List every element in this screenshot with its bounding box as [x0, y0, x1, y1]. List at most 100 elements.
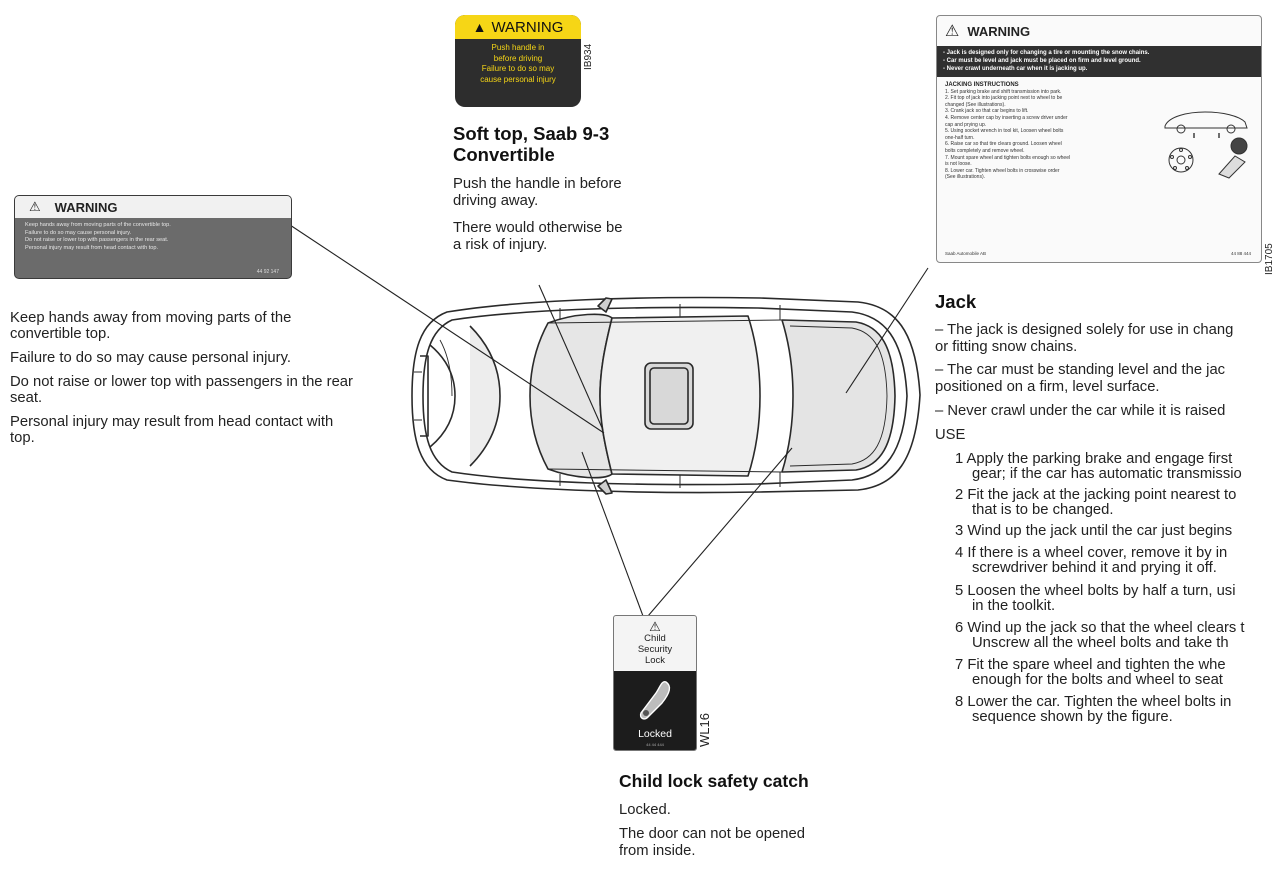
jack-label-step: 6. Raise car so that tire clears ground.… [945, 141, 1062, 148]
jack-step: 7 Fit the spare wheel and tighten the wh… [955, 657, 1226, 673]
jack-label-title: WARNING [967, 23, 1031, 39]
jack-label-step: 7. Mount spare wheel and tighten bolts e… [945, 154, 1071, 161]
warning-triangle-icon: ▲ [472, 19, 487, 35]
soft-top-body-2: driving away. [453, 193, 539, 209]
jack-label-step: one-half turn. [945, 134, 975, 141]
jack-label-step: (See illustrations). [945, 174, 986, 181]
jack-label-warning: - Never crawl underneath car when it is … [943, 66, 1088, 73]
convertible-paragraph-4: Personal injury may result from head con… [10, 414, 334, 446]
jack-line: positioned on a firm, level surface. [935, 379, 1160, 395]
child-lock-heading: Child lock safety catch [619, 771, 809, 791]
child-label-locked: Locked [638, 728, 672, 740]
jack-step-cont: in the toolkit. [972, 598, 1056, 614]
jack-label-warning: - Jack is designed only for changing a t… [943, 50, 1150, 56]
child-label-line: Security [637, 644, 673, 655]
jack-step: 3 Wind up the jack until the car just be… [955, 523, 1233, 539]
jack-label-warning: - Car must be level and jack must be pla… [943, 58, 1141, 65]
convertible-label-line: Failure to do so may cause personal inju… [25, 229, 132, 236]
jack-icon [1218, 155, 1246, 179]
jack-label-step: 3. Crank jack so that car begins to lift… [945, 108, 1029, 115]
jack-step-cont: gear; if the car has automatic transmiss… [972, 466, 1242, 482]
convertible-paragraph-1: Keep hands away from moving parts of the… [10, 310, 292, 342]
soft-top-body-3: There would otherwise be [453, 220, 623, 236]
jack-label-step: 2. Fit top of jack into jacking point ne… [945, 95, 1063, 102]
jack-step-cont: enough for the bolts and wheel to seat [972, 672, 1223, 688]
leader-line-jack [845, 267, 929, 394]
jack-step-cont: Unscrew all the wheel bolts and take th [972, 635, 1229, 651]
jack-heading: Jack [935, 291, 977, 312]
jack-line: or fitting snow chains. [935, 339, 1078, 355]
jacking-illustration [1164, 111, 1248, 179]
jack-label-step: changed (See illustrations). [945, 101, 1006, 108]
leader-line-soft-top [538, 284, 604, 431]
jack-use-label: USE [935, 427, 966, 443]
convertible-label-line: Do not raise or lower top with passenger… [25, 237, 169, 244]
child-label-top: ⚠ Child Security Lock [614, 616, 696, 671]
jack-step-cont: sequence shown by the figure. [972, 709, 1173, 725]
child-lock-line-2: The door can not be opened [619, 826, 805, 842]
jack-label-instructions-title: JACKING INSTRUCTIONS [945, 81, 1019, 88]
soft-label-title: WARNING [491, 18, 564, 36]
jack-step: 6 Wind up the jack so that the wheel cle… [955, 620, 1245, 636]
jack-label-step: is not loose. [945, 161, 972, 168]
soft-label-header: ▲ WARNING [455, 15, 581, 39]
convertible-label-header: ⚠ WARNING [15, 196, 291, 218]
soft-top-body-1: Push the handle in before [453, 176, 622, 192]
warning-triangle-icon: ⚠ [945, 23, 960, 40]
jack-label-code: IB1705 [1264, 243, 1275, 275]
child-label-small: 44 44 444 [646, 742, 664, 747]
jack-step-cont: that is to be changed. [972, 502, 1114, 518]
child-lock-line-3: from inside. [619, 843, 696, 859]
child-label-line: Child [644, 633, 666, 644]
warning-triangle-icon: ⚠ [29, 199, 41, 214]
soft-top-warning-label: ▲ WARNING Push handle in before driving … [455, 15, 581, 107]
soft-label-line: Failure to do so may [481, 64, 555, 73]
jack-label-step: 1. Set parking brake and shift transmiss… [945, 88, 1062, 95]
convertible-label-line: Keep hands away from moving parts of the… [25, 222, 171, 228]
lock-lever-icon [639, 680, 671, 720]
soft-label-line: before driving [493, 53, 543, 63]
convertible-paragraph-2: Failure to do so may cause personal inju… [10, 350, 292, 366]
leader-line-child-rear [647, 447, 793, 617]
jack-label-step: 4. Remove center cap by inserting a scre… [945, 114, 1068, 121]
convertible-label-title: WARNING [54, 199, 118, 215]
child-label-code: WL16 [697, 713, 712, 747]
jack-label-step: cap and prying up. [945, 121, 987, 128]
leader-line-child-front [581, 451, 644, 617]
jack-step: 2 Fit the jack at the jacking point near… [955, 487, 1237, 503]
jack-step: 8 Lower the car. Tighten the wheel bolts… [955, 694, 1232, 710]
child-label-line: Lock [644, 655, 666, 666]
jack-step-cont: screwdriver behind it and prying it off. [972, 560, 1217, 576]
soft-top-body-4: a risk of injury. [453, 237, 548, 253]
convertible-paragraph-3: Do not raise or lower top with passenger… [10, 374, 353, 406]
soft-top-heading-1: Soft top, Saab 9-3 [453, 123, 610, 144]
jack-label-footer-code: 44 88 444 [1230, 251, 1251, 256]
warning-triangle-icon: ⚠ [649, 619, 661, 634]
convertible-label-code: 44 92 147 [256, 269, 279, 275]
jack-line: – The jack is designed solely for use in… [935, 322, 1234, 338]
child-label-bottom: Locked 44 44 444 [614, 671, 696, 750]
convertible-top-warning-label: ⚠ WARNING Keep hands away from moving pa… [14, 195, 292, 279]
child-lock-line-1: Locked. [619, 802, 671, 818]
car-side-icon [1164, 111, 1248, 129]
jack-step: 1 Apply the parking brake and engage fir… [955, 451, 1233, 467]
jack-label-step: 5. Using socket wrench in tool kit, Loos… [945, 128, 1064, 135]
jack-step: 5 Loosen the wheel bolts by half a turn,… [955, 583, 1236, 599]
jack-label-footer: Saab Automobile AB [945, 251, 987, 256]
jack-label-warning-band: - Jack is designed only for changing a t… [937, 46, 1261, 77]
leader-line-convertible [289, 224, 605, 434]
soft-label-line: cause personal injury [480, 74, 556, 84]
convertible-label-line: Personal injury may result from head con… [25, 244, 159, 251]
jack-step: 4 If there is a wheel cover, remove it b… [955, 545, 1228, 561]
jack-warning-label: ⚠ WARNING - Jack is designed only for ch… [936, 15, 1262, 263]
child-security-lock-label: ⚠ Child Security Lock Locked 44 44 444 [613, 615, 697, 751]
soft-top-heading-2: Convertible [453, 144, 555, 165]
jack-line: – The car must be standing level and the… [935, 362, 1226, 378]
jack-label-step: 8. Lower car. Tighten wheel bolts in cro… [945, 167, 1060, 174]
soft-label-line: Push handle in [491, 43, 545, 52]
soft-label-code: IB934 [583, 43, 594, 70]
jack-label-step: bolts completely and remove wheel. [945, 147, 1025, 154]
jack-label-header: ⚠ WARNING [937, 16, 1261, 46]
jack-line: – Never crawl under the car while it is … [935, 403, 1226, 419]
